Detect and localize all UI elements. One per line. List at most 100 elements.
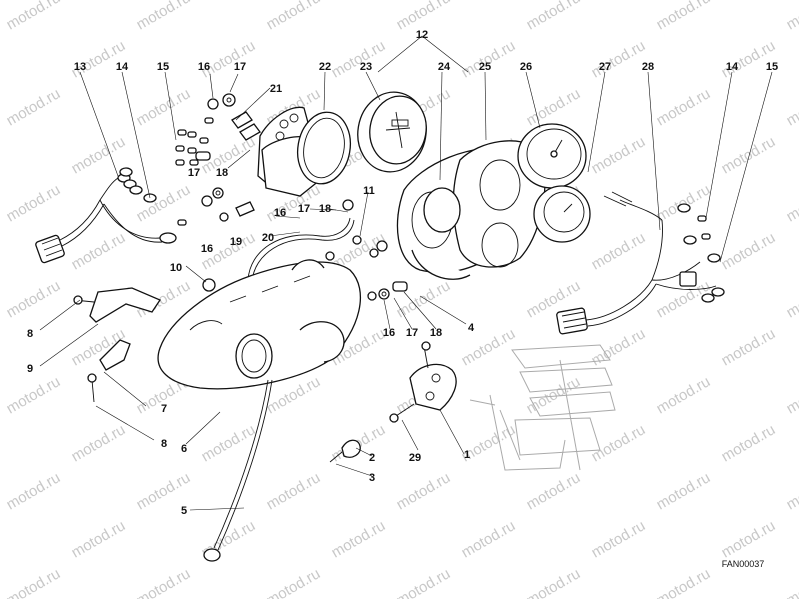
watermark-text: motod.ru: [199, 37, 259, 81]
watermark-text: motod.ru: [264, 469, 324, 513]
callout-16-b: 16: [201, 243, 213, 255]
callout-14: 14: [116, 61, 129, 73]
watermark-text: motod.ru: [524, 565, 584, 599]
callout-17-b: 17: [188, 167, 200, 179]
watermark-text: motod.ru: [589, 325, 649, 369]
watermark-text: motod.ru: [264, 565, 324, 599]
watermark-text: motod.ru: [719, 325, 779, 369]
callout-6: 6: [181, 443, 187, 455]
watermark-text: motod.ru: [784, 373, 799, 417]
speedometer: [296, 91, 427, 185]
watermark-text: motod.ru: [524, 373, 584, 417]
mounting-brackets: [73, 287, 161, 403]
watermark-text: motod.ru: [784, 469, 799, 513]
watermark-text: motod.ru: [199, 421, 259, 465]
main-bracket: [157, 259, 362, 390]
callout-13: 13: [74, 61, 86, 73]
watermark-text: motod.ru: [784, 181, 799, 225]
callout-labels: 12 13 14 15 16 17 22 23 24 25 26 27 28 1…: [27, 29, 778, 517]
callout-16: 16: [198, 61, 210, 73]
watermark-text: motod.ru: [589, 517, 649, 561]
watermark-text: motod.ru: [4, 0, 64, 33]
watermark-text: motod.ru: [589, 229, 649, 273]
watermark-text: motod.ru: [784, 277, 799, 321]
speedo-cable-20: [247, 217, 355, 283]
watermark-text: motod.ru: [134, 565, 194, 599]
frame-ghost: [469, 344, 616, 471]
watermark-text: motod.ru: [784, 565, 799, 599]
watermark-text: motod.ru: [4, 565, 64, 599]
callout-23: 23: [360, 61, 372, 73]
callout-18-a: 18: [216, 167, 228, 179]
watermark-text: motod.ru: [134, 181, 194, 225]
watermark-text: motod.ru: [719, 133, 779, 177]
watermark-text: motod.ru: [69, 37, 129, 81]
watermark-text: motod.ru: [459, 517, 519, 561]
watermark-text: motod.ru: [719, 517, 779, 561]
watermark-text: motod.ru: [589, 133, 649, 177]
callout-21: 21: [270, 83, 282, 95]
speedo-cable-5: [203, 379, 273, 562]
watermark-text: motod.ru: [719, 421, 779, 465]
watermark-text: motod.ru: [589, 37, 649, 81]
watermark-text: motod.ru: [459, 37, 519, 81]
watermark-text: motod.ru: [524, 0, 584, 33]
watermark-text: motod.ru: [654, 565, 714, 599]
callout-18-b: 18: [319, 203, 331, 215]
callout-29: 29: [409, 452, 421, 464]
callout-16-d: 16: [383, 327, 395, 339]
watermark-text: motod.ru: [329, 37, 389, 81]
callout-24: 24: [438, 61, 451, 73]
callout-15: 15: [157, 61, 169, 73]
watermark-text: motod.ru: [654, 373, 714, 417]
reference-code: FAN00037: [722, 559, 765, 569]
watermark-text: motod.ru: [4, 181, 64, 225]
callout-5: 5: [181, 505, 187, 517]
small-parts: [175, 93, 711, 301]
watermark-text: motod.ru: [524, 469, 584, 513]
leader-lines: [39, 35, 773, 511]
callout-22: 22: [319, 61, 331, 73]
watermark-text: motod.ru: [4, 469, 64, 513]
callout-15-right: 15: [766, 61, 778, 73]
watermark-text: motod.ru: [654, 85, 714, 129]
callout-3: 3: [369, 472, 375, 484]
callout-26: 26: [520, 61, 532, 73]
callout-20: 20: [262, 232, 274, 244]
callout-19: 19: [230, 236, 242, 248]
callout-8-b: 8: [161, 438, 167, 450]
watermark-text: motod.ru: [784, 85, 799, 129]
watermark-text: motod.ru: [394, 469, 454, 513]
callout-11: 11: [363, 185, 375, 197]
callout-17: 17: [234, 61, 246, 73]
callout-17-d: 17: [406, 327, 418, 339]
callout-14-right: 14: [726, 61, 739, 73]
watermark-text: motod.ru: [654, 0, 714, 33]
watermark-text: motod.ru: [69, 421, 129, 465]
watermark-text: motod.ru: [654, 469, 714, 513]
watermark-text: motod.ru: [524, 85, 584, 129]
watermark-text: motod.ru: [264, 0, 324, 33]
callout-18-c: 18: [430, 327, 442, 339]
callout-17-c: 17: [298, 203, 310, 215]
wiring-harness-right: [556, 191, 725, 335]
callout-2: 2: [369, 452, 375, 464]
watermark-text: motod.ru: [4, 85, 64, 129]
callout-8: 8: [27, 328, 33, 340]
watermark-text: motod.ru: [394, 565, 454, 599]
watermark-text: motod.ru: [134, 85, 194, 129]
wiring-harness-left: [35, 167, 177, 264]
watermark-text: motod.ru: [69, 517, 129, 561]
callout-4: 4: [468, 322, 475, 334]
callout-9: 9: [27, 363, 33, 375]
watermark-text: motod.ru: [784, 0, 799, 33]
callout-7: 7: [161, 403, 167, 415]
sensor-assembly: [329, 341, 457, 463]
watermark-text: motod.ru: [719, 37, 779, 81]
watermark-text: motod.ru: [134, 0, 194, 33]
callout-27: 27: [599, 61, 611, 73]
watermark-text: motod.ru: [329, 517, 389, 561]
watermark-text: motod.ru: [4, 373, 64, 417]
callout-10: 10: [170, 262, 182, 274]
